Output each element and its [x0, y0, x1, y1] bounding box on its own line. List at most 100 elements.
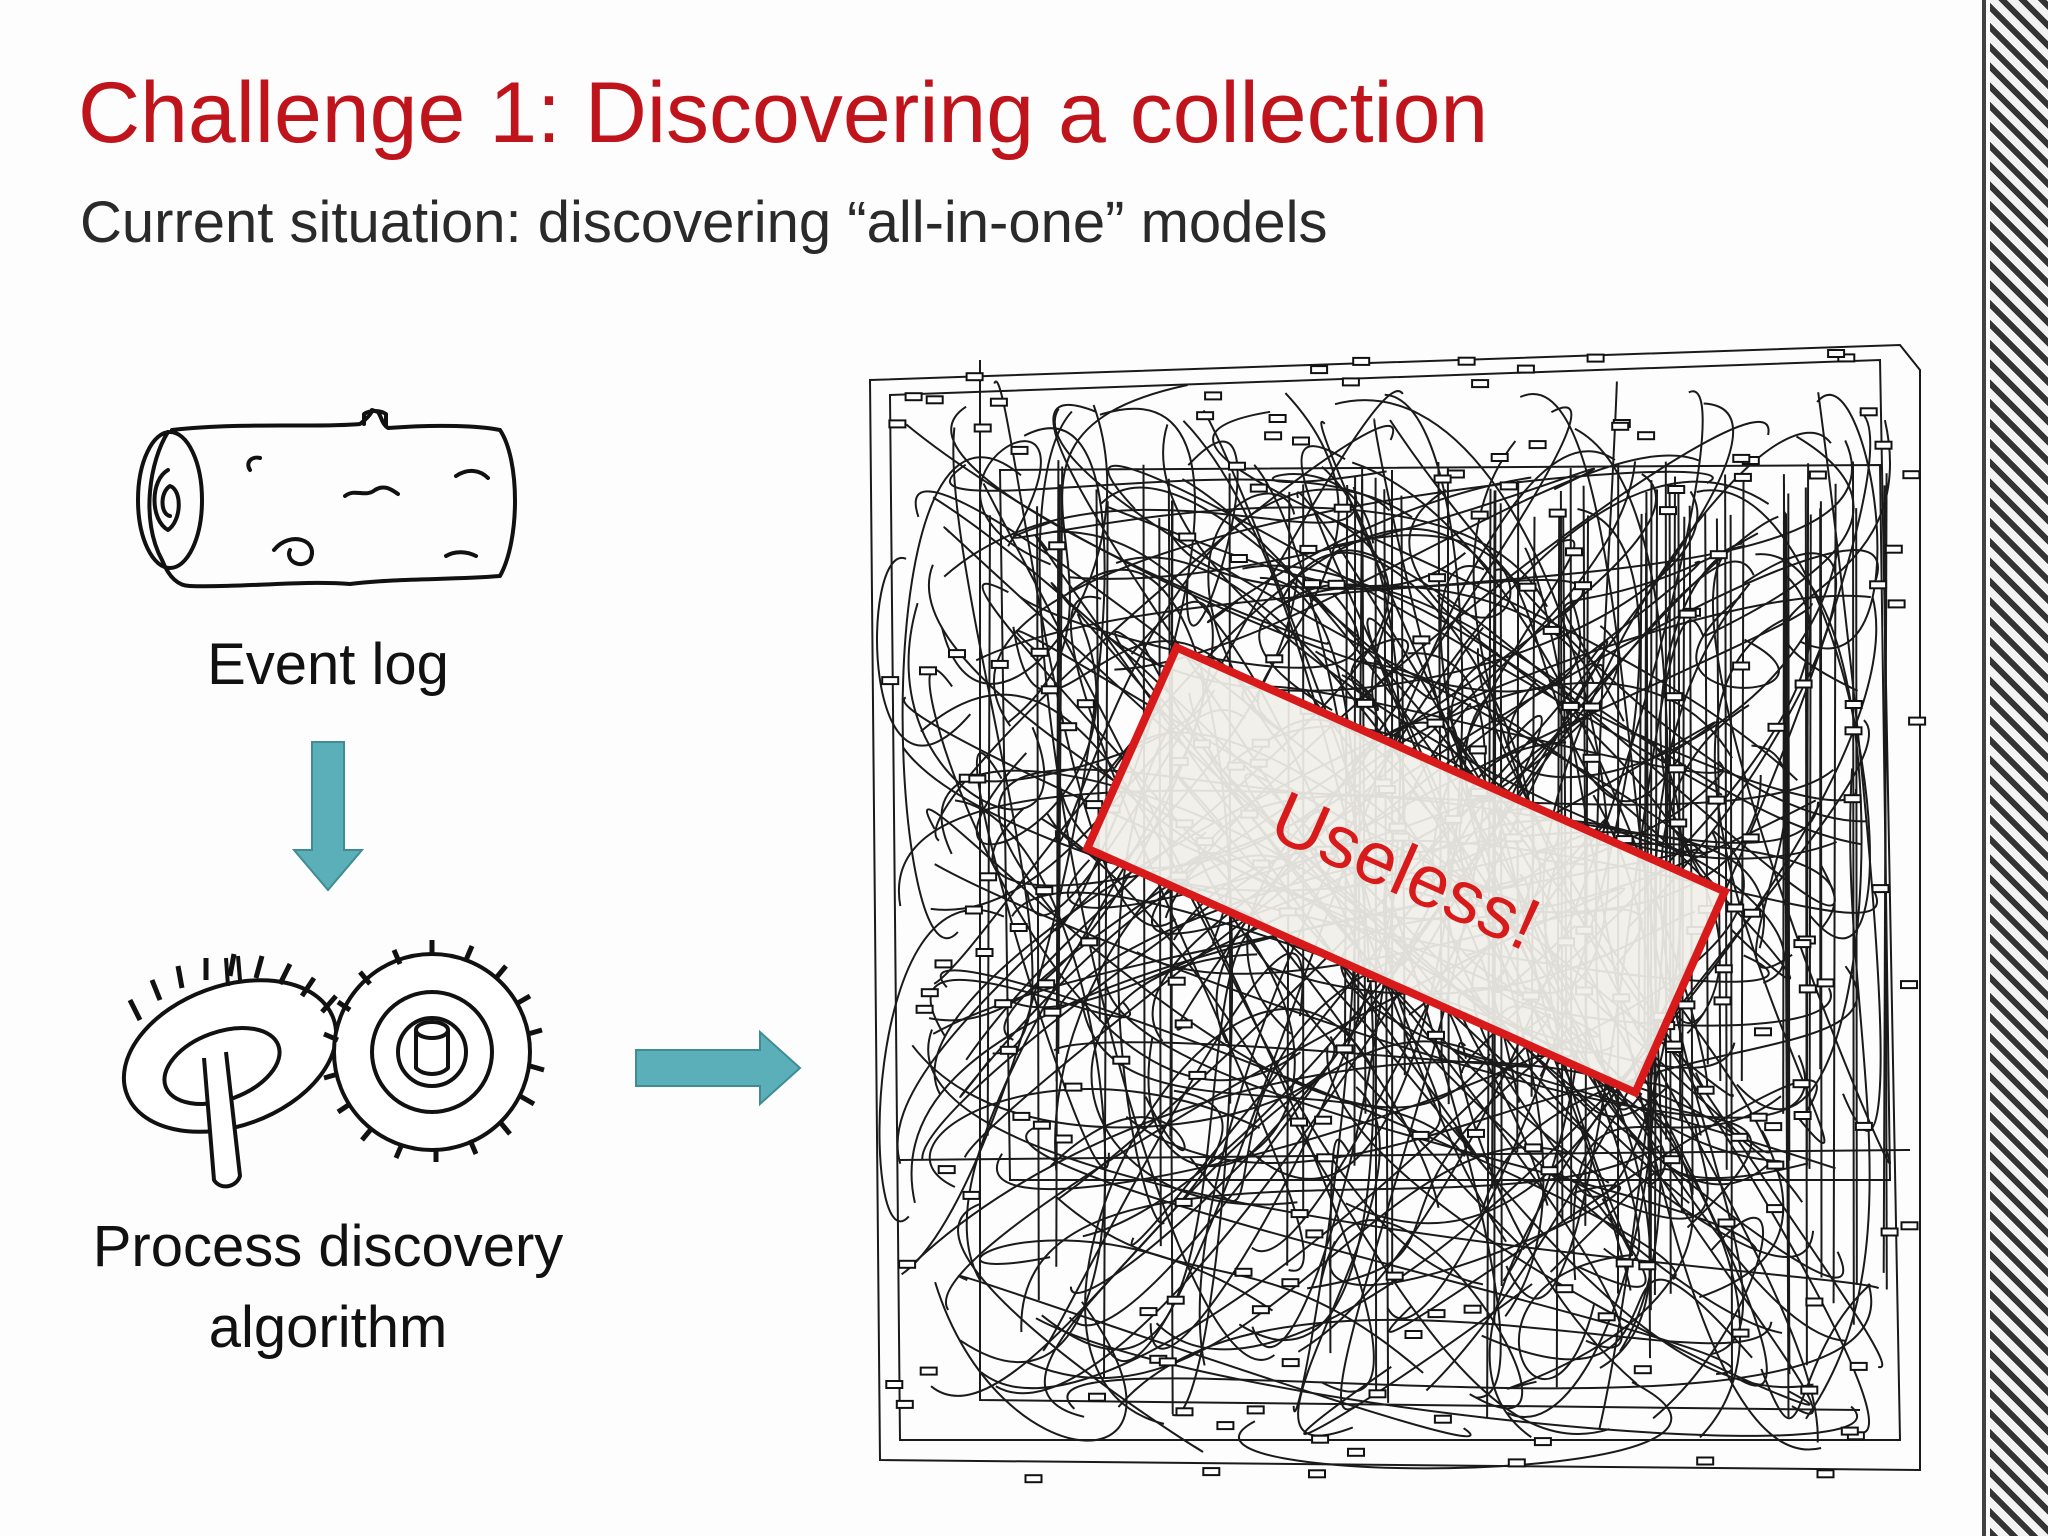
- model-edge: [975, 613, 1098, 846]
- model-node: [1793, 1111, 1812, 1120]
- model-node: [1667, 764, 1686, 774]
- model-node: [1188, 1070, 1207, 1080]
- model-node: [1012, 1111, 1031, 1121]
- model-edge: [1712, 542, 1891, 1165]
- model-edge: [927, 1029, 1880, 1290]
- model-edge: [930, 1040, 1518, 1397]
- model-node: [1874, 440, 1893, 450]
- model-edge: [952, 427, 1034, 1055]
- model-node: [1032, 1120, 1051, 1130]
- slide-title: Challenge 1: Discovering a collection: [78, 65, 1489, 161]
- model-node: [1805, 1297, 1824, 1307]
- model-edge: [1481, 965, 1859, 1213]
- model-edge: [940, 969, 1677, 1281]
- model-node: [1732, 453, 1751, 463]
- model-edge: [1080, 1000, 1466, 1157]
- model-node: [1808, 470, 1827, 480]
- model-node: [1664, 1040, 1683, 1050]
- model-node: [881, 676, 900, 686]
- model-node: [1404, 1330, 1423, 1339]
- model-node: [1335, 1044, 1354, 1054]
- model-node: [1428, 573, 1447, 583]
- model-node: [1310, 365, 1329, 375]
- model-node: [1794, 679, 1813, 689]
- model-node: [1586, 353, 1605, 363]
- model-node: [1490, 453, 1509, 462]
- model-node: [1290, 1117, 1308, 1127]
- model-edge: [986, 515, 991, 1136]
- model-edge: [1300, 445, 1545, 1317]
- model-edge: [1314, 606, 1393, 712]
- model-node: [1499, 481, 1518, 491]
- model-edge: [1563, 532, 1759, 722]
- model-node: [1080, 937, 1099, 947]
- model-node: [1368, 1389, 1387, 1399]
- model-node: [1816, 1469, 1835, 1479]
- model-node: [1709, 550, 1728, 560]
- model-edge: [1007, 384, 1188, 724]
- model-edge: [1069, 467, 1596, 580]
- model-node: [1178, 532, 1197, 542]
- model-node: [1792, 1079, 1811, 1089]
- model-node: [1902, 470, 1921, 480]
- model-node: [1229, 554, 1248, 563]
- model-edge: [998, 463, 1892, 1181]
- model-edge: [1054, 408, 1709, 859]
- model-node: [1732, 661, 1751, 671]
- algorithm-label: Process discovery algorithm: [68, 1206, 588, 1368]
- model-edge: [996, 830, 1745, 1191]
- model-edge: [975, 752, 1110, 1170]
- model-edge: [1389, 419, 1867, 823]
- model-node: [1471, 379, 1490, 389]
- model-edge: [1760, 1283, 1872, 1420]
- model-node: [1174, 1197, 1193, 1207]
- model-node: [1202, 1467, 1221, 1477]
- model-node: [1024, 1474, 1043, 1484]
- model-edge: [1303, 1283, 1533, 1435]
- model-node: [1565, 547, 1583, 557]
- model-edge: [1326, 1046, 1811, 1406]
- model-edge: [957, 1202, 1204, 1453]
- model-node: [904, 392, 923, 402]
- model-node: [1582, 702, 1601, 712]
- model-node: [1064, 1082, 1083, 1092]
- model-edge: [1805, 768, 1871, 1420]
- model-node: [1268, 414, 1287, 423]
- model-edge: [1695, 595, 1780, 689]
- model-edge: [1319, 1219, 1524, 1410]
- model-node: [1035, 886, 1054, 896]
- model-edge: [1207, 492, 1296, 753]
- model-node: [1292, 436, 1310, 446]
- model-node: [1766, 1160, 1785, 1170]
- model-edge: [1237, 1381, 1672, 1470]
- model-node: [1859, 407, 1878, 417]
- model-node: [1900, 1221, 1919, 1231]
- model-node: [919, 1366, 938, 1376]
- model-node: [1299, 544, 1318, 554]
- model-node: [1054, 1134, 1073, 1144]
- model-node: [975, 948, 994, 957]
- model-edge: [1271, 470, 1387, 544]
- model-node: [1749, 1112, 1768, 1122]
- model-edge: [1332, 534, 1512, 619]
- model-edge: [950, 405, 1329, 645]
- model-edge: [1117, 1318, 1773, 1408]
- model-node: [919, 666, 937, 676]
- model-edge: [1782, 483, 1785, 1114]
- model-edge: [1324, 549, 1836, 907]
- model-node: [1665, 692, 1684, 702]
- model-edge: [1025, 1146, 1569, 1379]
- model-edge: [1306, 1037, 1568, 1290]
- event-log-label: Event log: [207, 632, 449, 697]
- model-node: [1048, 541, 1067, 551]
- model-node: [1637, 431, 1656, 441]
- model-node: [1303, 579, 1321, 589]
- model-edge: [1799, 393, 1879, 650]
- model-node: [1887, 599, 1906, 609]
- model-node: [1669, 818, 1688, 828]
- model-node: [1908, 716, 1927, 726]
- model-node: [1542, 625, 1561, 635]
- model-node: [1714, 964, 1733, 974]
- model-node: [1249, 483, 1268, 493]
- model-node: [990, 659, 1009, 669]
